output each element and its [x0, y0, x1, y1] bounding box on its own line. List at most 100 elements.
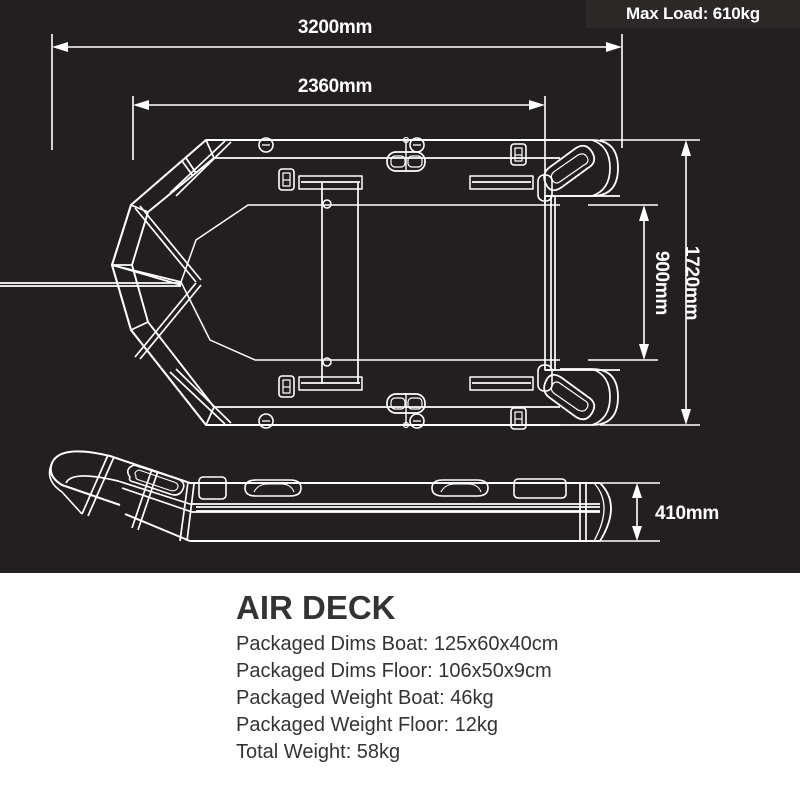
side-bow-seam-3	[131, 468, 153, 529]
side-transom-arc	[599, 482, 612, 542]
side-bow-seam-2	[87, 456, 115, 517]
arrow-inner-beam-top	[639, 205, 649, 221]
arrow-overall-right	[606, 42, 622, 52]
stern-handle-group	[537, 144, 596, 421]
bow-panel-line-lower-c	[134, 282, 197, 358]
hull-tube-inner-line	[131, 157, 560, 408]
oarlock-upper-right-pad	[407, 155, 423, 168]
side-tube-lower-edge	[65, 475, 600, 505]
side-patch-fwd	[198, 476, 227, 500]
side-bow-seams	[81, 454, 195, 542]
technical-drawing-panel: Max Load: 610kg	[0, 0, 800, 573]
stern-handle-upper	[543, 144, 596, 192]
max-load-badge: Max Load: 610kg	[626, 4, 760, 23]
product-info-panel: AIR DECK Packaged Dims Boat: 125x60x40cm…	[0, 573, 800, 800]
stern-handle-upper-inner	[550, 153, 589, 184]
max-load-badge-background	[586, 0, 800, 28]
bow-seam-lower-1	[205, 406, 215, 426]
d-ring-upper-aft	[510, 143, 527, 166]
top-view-plan	[0, 136, 620, 430]
bow-seam-upper-4	[130, 204, 149, 213]
side-tube-top-edge	[49, 450, 600, 506]
oarlock-lower-left-pad	[390, 397, 406, 410]
transom-board	[544, 195, 556, 371]
bow-panel-line-lower-a	[169, 371, 226, 425]
d-ring-lower-fwd	[278, 375, 295, 398]
side-handle-mid-aft-inner	[440, 483, 482, 493]
bow-panel-line-lower-b	[175, 368, 232, 424]
side-handle-bow-inner	[134, 469, 179, 492]
valve-lower-aft	[409, 413, 425, 429]
oarlock-lower-right-pad	[407, 397, 423, 410]
side-handle-mid-fwd-inner	[253, 483, 295, 493]
bow-panel-line-lower-d	[139, 284, 202, 360]
side-handle-mid-aft	[431, 479, 489, 497]
arrow-beam-top	[681, 140, 691, 156]
side-hull-second-line	[121, 487, 600, 513]
list-item: Packaged Dims Floor: 106x50x9cm	[236, 660, 552, 682]
oarlock-group	[386, 136, 426, 429]
side-bow-seam-1	[81, 454, 109, 515]
stern-cone-upper	[560, 139, 619, 197]
d-ring-lower-aft	[510, 407, 527, 430]
bow-panel-line-upper-c	[134, 207, 197, 283]
floor-outline	[180, 204, 560, 361]
seat-rail-fwd-upper	[298, 175, 363, 190]
list-item: Packaged Weight Boat: 46kg	[236, 687, 494, 709]
list-item: Packaged Weight Floor: 12kg	[236, 714, 499, 736]
side-patch-aft	[513, 478, 567, 499]
bench-seat-group	[321, 182, 359, 384]
stern-cone-lower-inner	[591, 368, 611, 426]
valve-upper-bow	[258, 137, 274, 153]
arrow-inner-right	[529, 100, 545, 110]
valve-lower-bow	[258, 413, 274, 429]
arrow-overall-left	[52, 42, 68, 52]
d-ring-upper-fwd	[278, 168, 295, 191]
side-handle-mid-fwd	[244, 479, 302, 497]
dim-label-tube-height: 410mm	[655, 503, 719, 524]
dim-label-overall-beam: 1720mm	[681, 246, 702, 320]
oarlock-upper-pin-head	[402, 136, 410, 144]
list-item: Packaged Dims Boat: 125x60x40cm	[236, 633, 559, 655]
arrow-inner-beam-bottom	[639, 344, 649, 360]
oarlock-upper-left-pad	[390, 155, 406, 168]
bench-pin-upper	[322, 199, 332, 209]
dim-label-inner-length: 2360mm	[298, 76, 372, 97]
stern-cone-upper-inner	[591, 139, 611, 197]
side-handle-bow	[126, 464, 185, 496]
bow-panel-line-upper-d	[139, 205, 202, 281]
dim-label-overall-length: 3200mm	[298, 17, 372, 38]
bow-seam-upper-1	[205, 139, 215, 159]
seat-rail-fwd-lower	[298, 376, 363, 391]
seat-rail-aft-upper	[469, 175, 534, 190]
side-bow-tip	[48, 462, 83, 515]
dimension-arrowheads	[52, 42, 691, 541]
arrow-beam-bottom	[681, 409, 691, 425]
stern-handle-lower	[543, 373, 596, 421]
side-transom-arc-inner	[593, 482, 605, 542]
dim-label-inner-beam: 900mm	[651, 251, 672, 315]
stern-handle-lower-base	[537, 364, 553, 392]
bow-apex-line-2	[111, 264, 182, 286]
d-ring-group	[278, 143, 527, 430]
seat-rail-group	[298, 175, 534, 391]
dimension-lines-group	[51, 34, 700, 542]
page-title: AIR DECK	[236, 589, 396, 626]
stern-handle-lower-inner	[550, 381, 589, 412]
arrow-height-bottom	[632, 526, 642, 541]
side-view-profile	[48, 450, 612, 542]
stern-handle-upper-base	[537, 174, 553, 202]
bench-pin-lower	[322, 357, 332, 367]
list-item: Total Weight: 58kg	[236, 741, 401, 763]
side-handle-group	[126, 464, 489, 497]
bow-seam-lower-2	[130, 321, 149, 331]
arrow-height-top	[632, 483, 642, 498]
bow-panel-line-upper-b	[175, 141, 232, 197]
side-bow-seam-4	[137, 470, 159, 531]
boat-technical-drawing: 3200mm 2360mm 1720mm 900mm 410mm	[0, 17, 719, 542]
side-hull-bottom	[124, 513, 600, 542]
arrow-inner-left	[133, 100, 149, 110]
oarlock-lower-pin-head	[402, 421, 410, 429]
side-bow-seam-6	[186, 483, 195, 542]
